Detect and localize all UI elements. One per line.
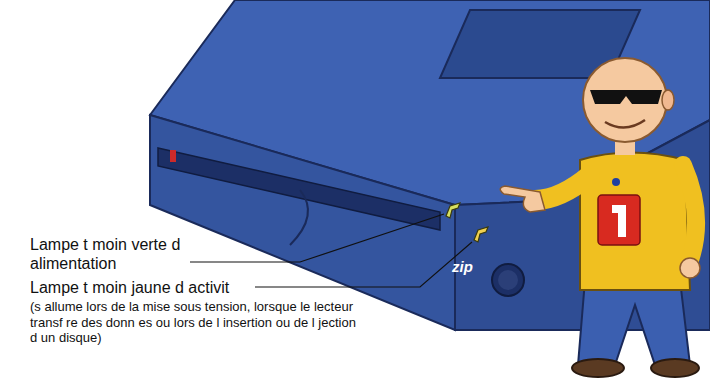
- logo-mark: [170, 150, 176, 162]
- yellow-led: [474, 227, 488, 242]
- eject-button: [492, 264, 524, 296]
- callout-note: (s allume lors de la mise sous tension, …: [30, 299, 360, 346]
- green-led: [446, 203, 460, 218]
- callout-label: Lampe t moin jaune d activit: [30, 278, 270, 297]
- leader-line: [190, 214, 444, 262]
- drive-front: [150, 115, 455, 330]
- disk-slot: [158, 148, 440, 230]
- callout-label: Lampe t moin verte d alimentation: [30, 235, 205, 273]
- cartoon-character: [500, 58, 700, 377]
- leader-line: [255, 242, 472, 287]
- logo-text: zip: [452, 258, 492, 276]
- drive-groove: [290, 190, 308, 245]
- eject-button-inner: [498, 270, 518, 290]
